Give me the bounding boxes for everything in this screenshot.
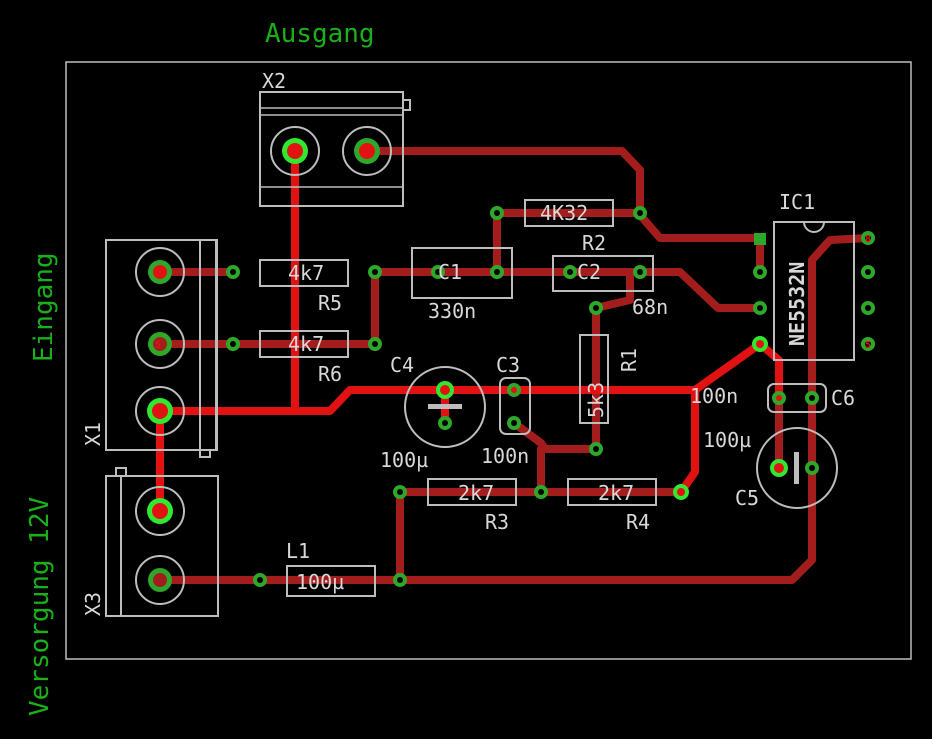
c5-name: C5: [735, 486, 759, 510]
pin-label: 1: [156, 407, 162, 418]
r4-name: R4: [626, 510, 650, 534]
x3-name: X3: [81, 592, 105, 616]
resistor-r1: [579, 301, 609, 456]
capacitor-c5: [756, 427, 838, 509]
resistor-r2: [490, 199, 647, 227]
c1-value: 330n: [428, 299, 476, 323]
c3-value: 100n: [481, 444, 529, 468]
pin-label: 1: [156, 507, 162, 518]
resistor-r5: [226, 259, 382, 287]
c1-name: C1: [438, 260, 462, 284]
pin-label: 8: [865, 234, 871, 245]
r2-name: R2: [582, 231, 606, 255]
r3-name: R3: [485, 510, 509, 534]
c6-value: 100n: [690, 384, 738, 408]
c3-name: C3: [496, 353, 520, 377]
x2-name: X2: [262, 69, 286, 93]
pin-label: 5: [865, 340, 871, 351]
inductor-l1: [253, 565, 407, 597]
r3-value: 2k7: [458, 481, 494, 505]
terminal-x3: [105, 467, 219, 617]
capacitor-c4: [404, 366, 486, 448]
r6-value: 4k7: [288, 332, 324, 356]
pin-label: 4: [757, 340, 763, 351]
pin-label: 5: [155, 340, 161, 351]
c2-value: 68n: [632, 295, 668, 319]
pin-label: 2: [291, 147, 297, 158]
r5-name: R5: [318, 291, 342, 315]
ic1-value: NE5532N: [785, 262, 809, 346]
c4-name: C4: [390, 353, 414, 377]
c6-name: C6: [831, 386, 855, 410]
resistor-r6: [226, 330, 382, 358]
ic1-name: IC1: [779, 190, 815, 214]
ic1-package: [752, 221, 875, 361]
r6-name: R6: [318, 362, 342, 386]
c4-value: 100µ: [380, 448, 428, 472]
capacitor-c6: [767, 383, 827, 413]
board-outline: [65, 61, 912, 660]
eingang-label: Eingang: [29, 252, 59, 362]
ausgang-label: Ausgang: [265, 19, 375, 49]
capacitor-c3: [499, 377, 531, 435]
r2-value: 4K32: [540, 201, 588, 225]
resistor-r4: [567, 478, 689, 506]
versorgung-label: Versorgung 12V: [25, 497, 55, 716]
pin-label: 5: [155, 268, 161, 279]
l1-name: L1: [286, 539, 310, 563]
terminal-x2: [259, 91, 411, 207]
capacitor-c1: [411, 247, 513, 299]
c5-value: 100µ: [703, 428, 751, 452]
resistor-r3: [393, 478, 548, 506]
x1-name: X1: [81, 422, 105, 446]
l1-value: 100µ: [296, 570, 344, 594]
r4-value: 2k7: [598, 481, 634, 505]
terminal-x1: [105, 239, 218, 458]
c2-name: C2: [577, 260, 601, 284]
r5-value: 4k7: [288, 261, 324, 285]
r1-value: 5k3: [584, 382, 608, 418]
r1-name: R1: [617, 348, 641, 372]
pin-label: 1: [364, 147, 370, 158]
capacitor-c2: [552, 255, 654, 292]
